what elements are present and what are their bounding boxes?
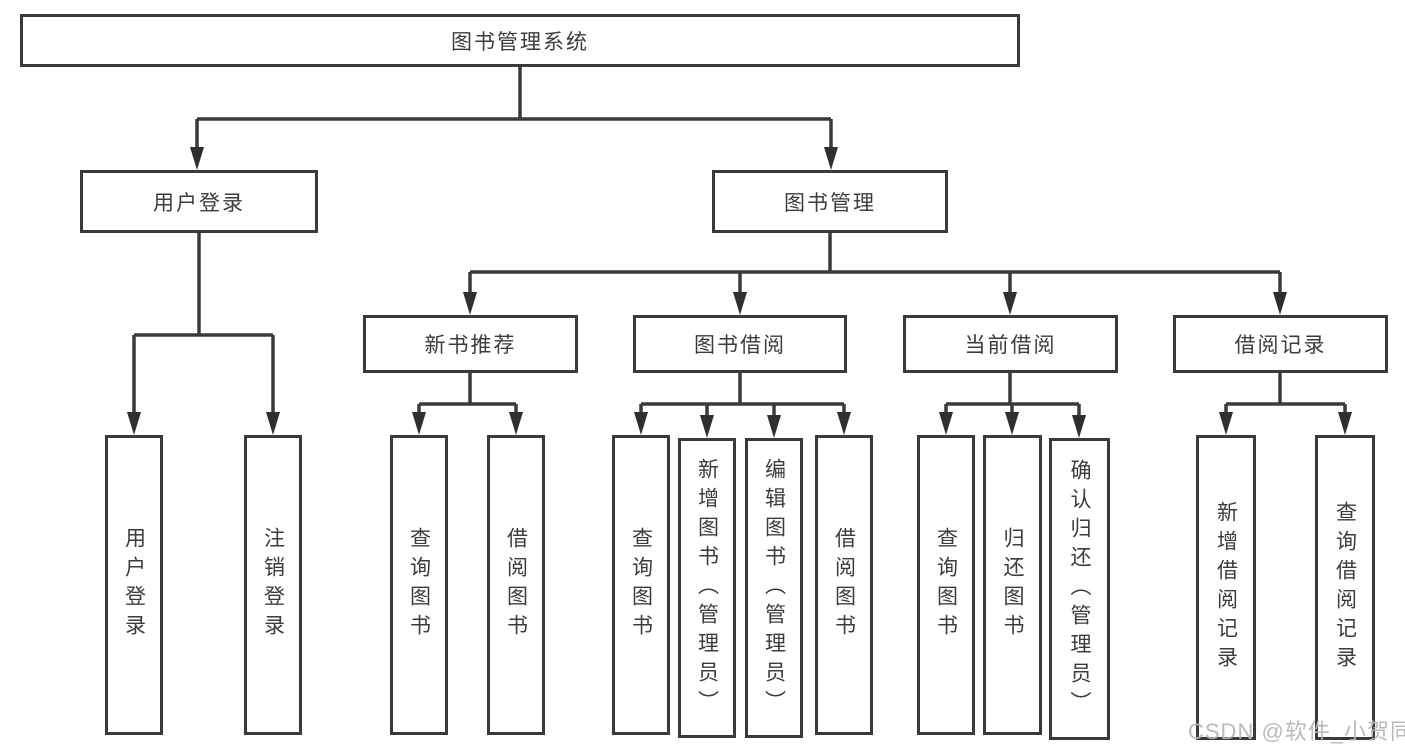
connector-root-to-level2 [195, 66, 833, 150]
arrow-icon [127, 412, 141, 435]
arrowheads [127, 147, 1352, 438]
node-user-login: 用户登录 [80, 170, 318, 233]
node-cb-return-books-label: 归还图书 [1001, 527, 1024, 643]
arrow-icon [190, 147, 204, 170]
arrow-icon [837, 412, 851, 435]
arrow-icon [463, 292, 477, 315]
arrow-icon [939, 412, 953, 435]
connector-bookmgmt-to-level3 [468, 233, 1282, 296]
node-current-borrowing-label: 当前借阅 [964, 334, 1057, 357]
node-new-book-recommendation-label: 新书推荐 [424, 334, 517, 357]
arrow-icon [700, 415, 714, 438]
node-bb-borrow-books-label: 借阅图书 [832, 527, 856, 643]
node-cb-query-books-label: 查询图书 [934, 527, 958, 643]
node-cb-return-books: 归还图书 [983, 435, 1042, 735]
node-bb-query-books-label: 查询图书 [629, 527, 653, 643]
node-br-query-record-label: 查询借阅记录 [1333, 500, 1357, 675]
node-cb-confirm-return-admin: 确认归还（管理员） [1049, 438, 1110, 740]
node-book-borrowing: 图书借阅 [633, 315, 847, 373]
node-book-management: 图书管理 [712, 170, 948, 233]
arrow-icon [634, 412, 648, 435]
arrow-icon [824, 147, 838, 170]
csdn-watermark: CSDN @软件_小贺同学 [1188, 719, 1405, 744]
node-new-book-recommendation: 新书推荐 [363, 315, 578, 373]
node-user-login-label: 用户登录 [153, 191, 245, 215]
node-nbr-query-books: 查询图书 [390, 435, 448, 735]
node-bb-edit-books-admin: 编辑图书（管理员） [745, 438, 803, 738]
arrow-icon [1219, 412, 1233, 435]
node-root: 图书管理系统 [20, 14, 1020, 67]
arrow-icon [509, 412, 523, 435]
arrow-icon [1072, 415, 1086, 438]
node-bb-edit-books-admin-label: 编辑图书（管理员） [762, 457, 786, 719]
arrow-icon [412, 412, 426, 435]
arrow-icon [1338, 412, 1352, 435]
node-nbr-borrow-books-label: 借阅图书 [504, 527, 528, 643]
connector-userlogin-to-leaves [132, 233, 275, 416]
node-bb-borrow-books: 借阅图书 [815, 435, 873, 735]
node-book-management-label: 图书管理 [784, 191, 876, 215]
node-br-query-record: 查询借阅记录 [1315, 435, 1375, 740]
node-br-add-record: 新增借阅记录 [1196, 435, 1256, 740]
arrow-icon [767, 415, 781, 438]
node-cb-confirm-return-admin-label: 确认归还（管理员） [1068, 458, 1091, 720]
arrow-icon [1273, 292, 1287, 315]
connector-currentborrow-to-leaves [944, 373, 1081, 419]
node-book-borrowing-label: 图书借阅 [694, 334, 786, 357]
node-leaf-user-login-label: 用户登录 [122, 527, 146, 643]
node-borrowing-records-label: 借阅记录 [1234, 334, 1327, 357]
node-leaf-user-login: 用户登录 [105, 435, 163, 735]
node-br-add-record-label: 新增借阅记录 [1214, 500, 1238, 675]
connector-borrowrecords-to-leaves [1224, 373, 1347, 417]
node-bb-add-books-admin: 新增图书（管理员） [678, 438, 736, 738]
node-leaf-logout: 注销登录 [244, 435, 302, 735]
arrow-icon [733, 292, 747, 315]
node-cb-query-books: 查询图书 [917, 435, 975, 735]
node-borrowing-records: 借阅记录 [1173, 315, 1388, 373]
connector-newbookrec-to-leaves [417, 373, 518, 417]
arrow-icon [1003, 292, 1017, 315]
connector-bookborrow-to-leaves [639, 373, 846, 419]
node-nbr-borrow-books: 借阅图书 [487, 435, 545, 735]
arrow-icon [266, 412, 280, 435]
node-leaf-logout-label: 注销登录 [261, 527, 285, 643]
node-current-borrowing: 当前借阅 [903, 315, 1118, 373]
node-bb-query-books: 查询图书 [612, 435, 670, 735]
node-nbr-query-books-label: 查询图书 [407, 527, 431, 643]
arrow-icon [1005, 412, 1019, 435]
node-root-label: 图书管理系统 [451, 30, 589, 54]
node-bb-add-books-admin-label: 新增图书（管理员） [695, 457, 719, 719]
